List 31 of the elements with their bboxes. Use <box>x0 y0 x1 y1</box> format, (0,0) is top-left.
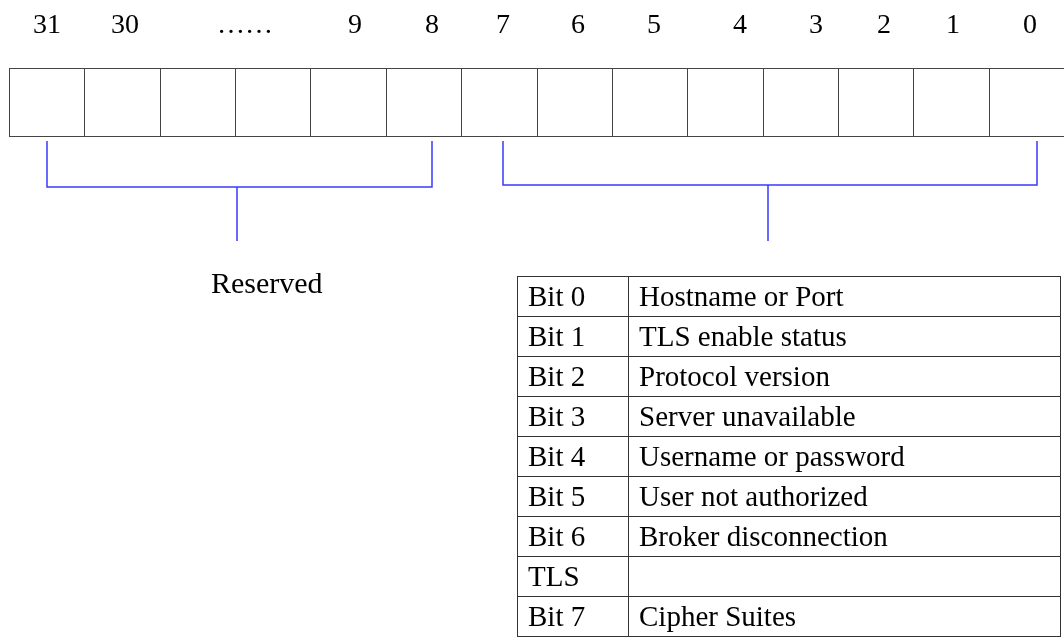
bit-number: 8 <box>425 8 439 40</box>
table-cell: Bit 0 <box>517 276 629 317</box>
bit-number: 1 <box>946 8 960 40</box>
bit-number: 4 <box>733 8 747 40</box>
table-cell: Username or password <box>628 436 1061 477</box>
bit-number: 31 <box>33 8 61 40</box>
table-cell: Bit 1 <box>517 316 629 357</box>
bit-number: 2 <box>877 8 891 40</box>
table-cell: TLS <box>517 556 629 597</box>
bit-number: 3 <box>809 8 823 40</box>
bit-number: 6 <box>571 8 585 40</box>
table-cell: Bit 5 <box>517 476 629 517</box>
field-label: Reserved <box>211 266 323 300</box>
bit-number: 30 <box>111 8 139 40</box>
table-cell: TLS enable status <box>628 316 1061 357</box>
bit-number: 5 <box>647 8 661 40</box>
bit-number: 0 <box>1023 8 1037 40</box>
table-cell: Cipher Suites <box>628 596 1061 637</box>
bit-number: 7 <box>496 8 510 40</box>
table-cell: Bit 2 <box>517 356 629 397</box>
table-cell: Protocol version <box>628 356 1061 397</box>
table-cell: Bit 3 <box>517 396 629 437</box>
table-cell: Bit 6 <box>517 516 629 557</box>
bit-number: …… <box>217 8 273 40</box>
table-cell: User not authorized <box>628 476 1061 517</box>
bit-number: 9 <box>348 8 362 40</box>
table-cell: Broker disconnection <box>628 516 1061 557</box>
table-cell: Server unavailable <box>628 396 1061 437</box>
table-cell: Bit 4 <box>517 436 629 477</box>
table-cell: Hostname or Port <box>628 276 1061 317</box>
table-cell: Bit 7 <box>517 596 629 637</box>
